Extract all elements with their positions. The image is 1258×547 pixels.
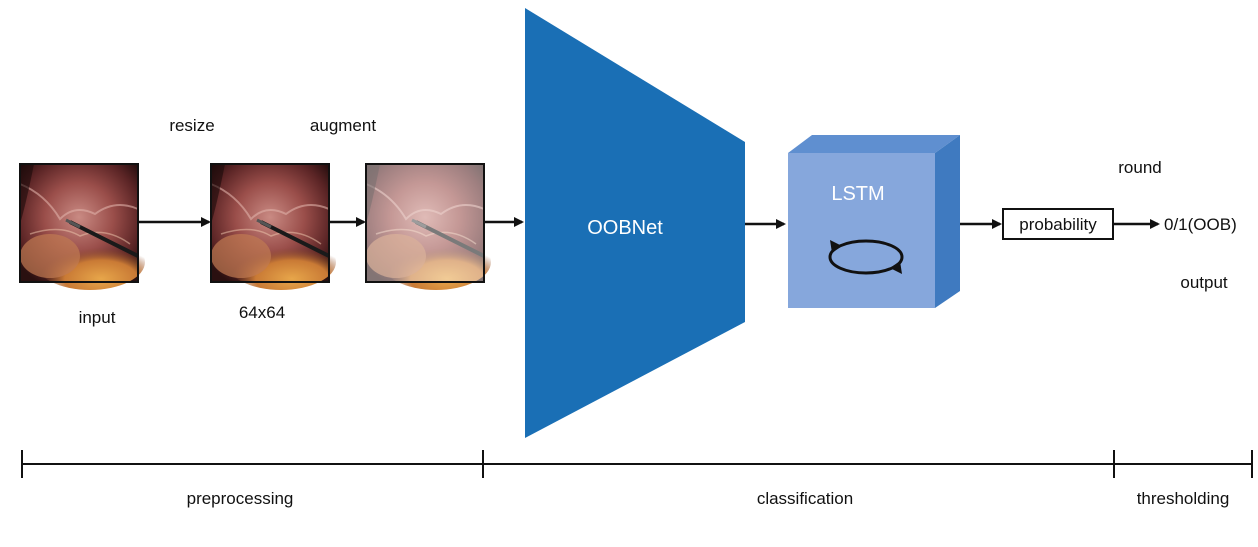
cycle-icon: [828, 239, 904, 275]
stage-preprocessing: preprocessing: [187, 489, 294, 508]
size-label: 64x64: [239, 303, 285, 322]
stage-timeline: [21, 450, 1253, 478]
oobnet-block: [525, 8, 745, 438]
result-label: 0/1(OOB): [1164, 215, 1237, 234]
lstm-label: LSTM: [831, 183, 884, 205]
probability-label: probability: [1019, 215, 1097, 234]
lstm-block: [788, 135, 960, 308]
resize-label: resize: [169, 116, 214, 135]
stage-thresholding: thresholding: [1137, 489, 1230, 508]
stage-classification: classification: [757, 489, 853, 508]
output-label: output: [1180, 273, 1228, 292]
input-label: input: [79, 308, 116, 327]
augment-label: augment: [310, 116, 376, 135]
input-image: [18, 162, 147, 292]
resized-image: [209, 162, 338, 292]
oobnet-label: OOBNet: [587, 217, 663, 239]
augmented-image: [364, 162, 493, 292]
round-label: round: [1118, 158, 1161, 177]
